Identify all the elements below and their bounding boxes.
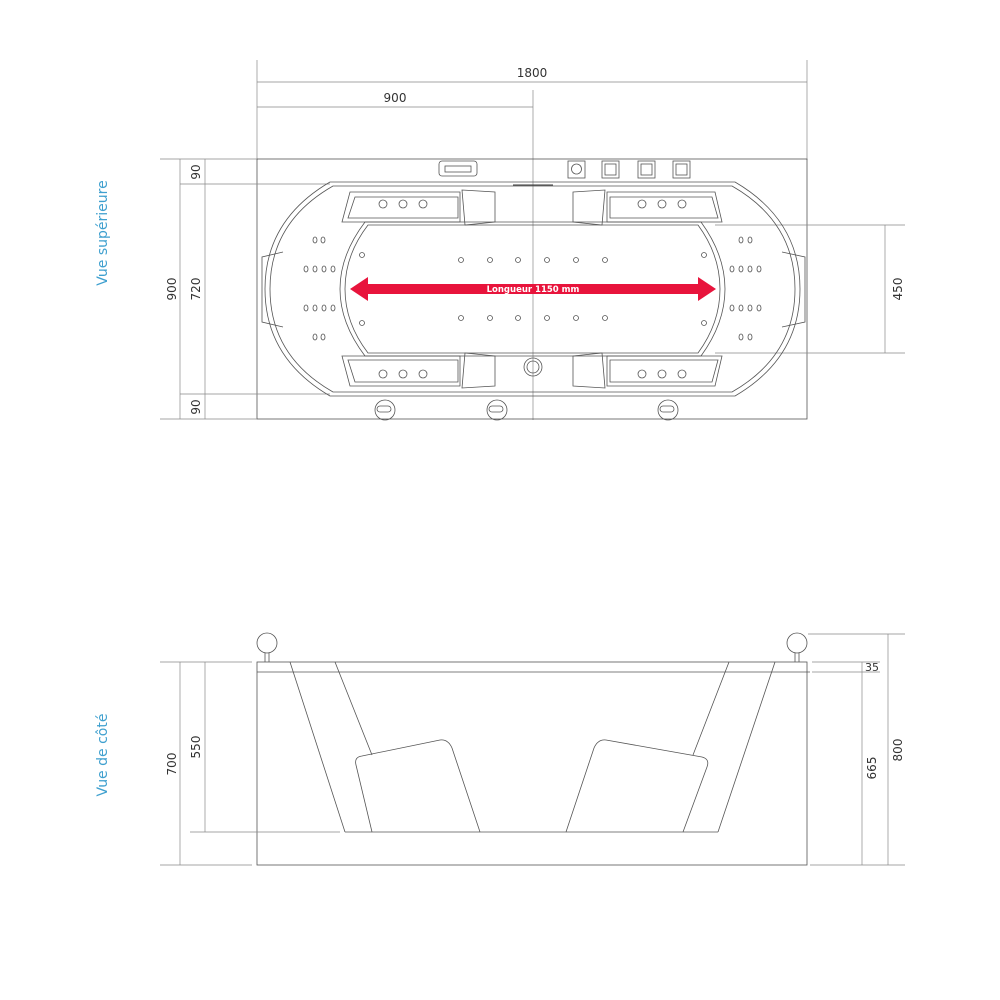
dim-35: 35 (865, 661, 879, 674)
dim-1800: 1800 (517, 66, 548, 80)
top-view: 1800 900 90 90 900 720 450 (95, 60, 905, 421)
control-button-icon (637, 160, 656, 179)
dim-700: 700 (165, 753, 179, 776)
dim-rim-bottom-90: 90 (189, 399, 203, 414)
dim-rim-top-90: 90 (189, 164, 203, 179)
dim-720: 720 (189, 278, 203, 301)
dim-800: 800 (891, 739, 905, 762)
overflow-icon (438, 160, 478, 177)
dim-900: 900 (384, 91, 407, 105)
length-arrow: Longueur 1150 mm (350, 277, 716, 301)
dim-450: 450 (891, 278, 905, 301)
dim-900-width: 900 (165, 278, 179, 301)
control-button-icon (567, 160, 586, 179)
control-button-icon (601, 160, 620, 179)
top-view-label: Vue supérieure (95, 180, 111, 285)
length-arrow-label: Longueur 1150 mm (487, 285, 580, 295)
side-view: 700 550 35 665 800 Vue de côté (95, 632, 905, 866)
control-button-icon (672, 160, 691, 179)
dim-550: 550 (189, 736, 203, 759)
dim-665: 665 (865, 757, 879, 780)
side-view-label: Vue de côté (95, 714, 111, 797)
